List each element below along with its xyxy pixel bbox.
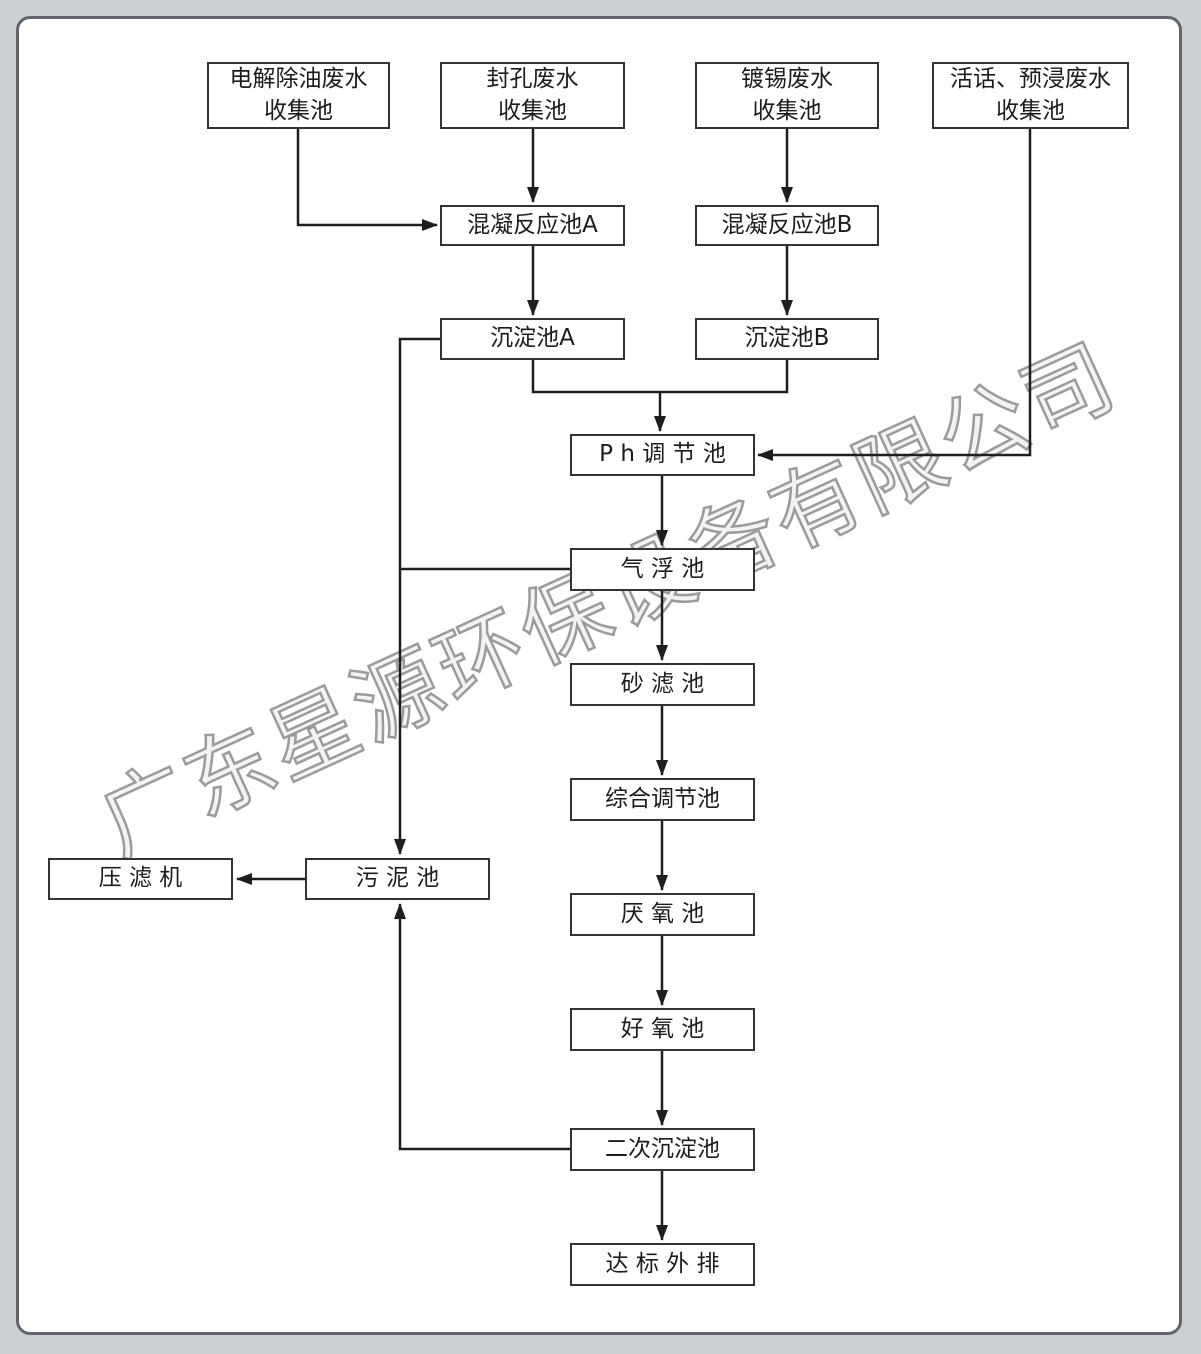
node-standard-discharge: 达 标 外 排	[570, 1243, 755, 1286]
connector-sedimentation-merge-bar	[531, 360, 789, 394]
node-air-flotation-pool: 气 浮 池	[570, 548, 755, 591]
connector-sedimentation-a-to-sludge	[394, 337, 440, 855]
node-tin-plating-wastewater-collection-pool: 镀锡废水 收集池	[695, 62, 879, 129]
node-sedimentation-pool-a: 沉淀池A	[440, 318, 625, 360]
node-electrolysis-degreasing-wastewater-collection-pool: 电解除油废水 收集池	[207, 62, 390, 129]
node-anaerobic-pool: 厌 氧 池	[570, 893, 755, 936]
node-secondary-sedimentation-pool: 二次沉淀池	[570, 1128, 755, 1171]
connector-secondary-to-sludge	[394, 903, 570, 1151]
node-sand-filter-pool: 砂 滤 池	[570, 663, 755, 706]
node-activation-presoak-wastewater-collection-pool: 活话、预浸废水 收集池	[932, 62, 1129, 129]
node-coagulation-reaction-pool-b: 混凝反应池B	[695, 205, 879, 246]
node-aerobic-pool: 好 氧 池	[570, 1008, 755, 1051]
node-sludge-pool: 污 泥 池	[305, 858, 490, 900]
node-sedimentation-pool-b: 沉淀池B	[695, 318, 879, 360]
node-comprehensive-regulating-pool: 综合调节池	[570, 778, 755, 821]
connector-electrolysis-to-coagulation-a	[296, 129, 438, 231]
node-ph-adjustment-pool: P h 调 节 池	[570, 434, 755, 476]
node-coagulation-reaction-pool-a: 混凝反应池A	[440, 205, 625, 246]
connector-activation-to-ph	[757, 129, 1032, 461]
node-sealing-wastewater-collection-pool: 封孔废水 收集池	[440, 62, 625, 129]
node-filter-press: 压 滤 机	[48, 858, 233, 900]
